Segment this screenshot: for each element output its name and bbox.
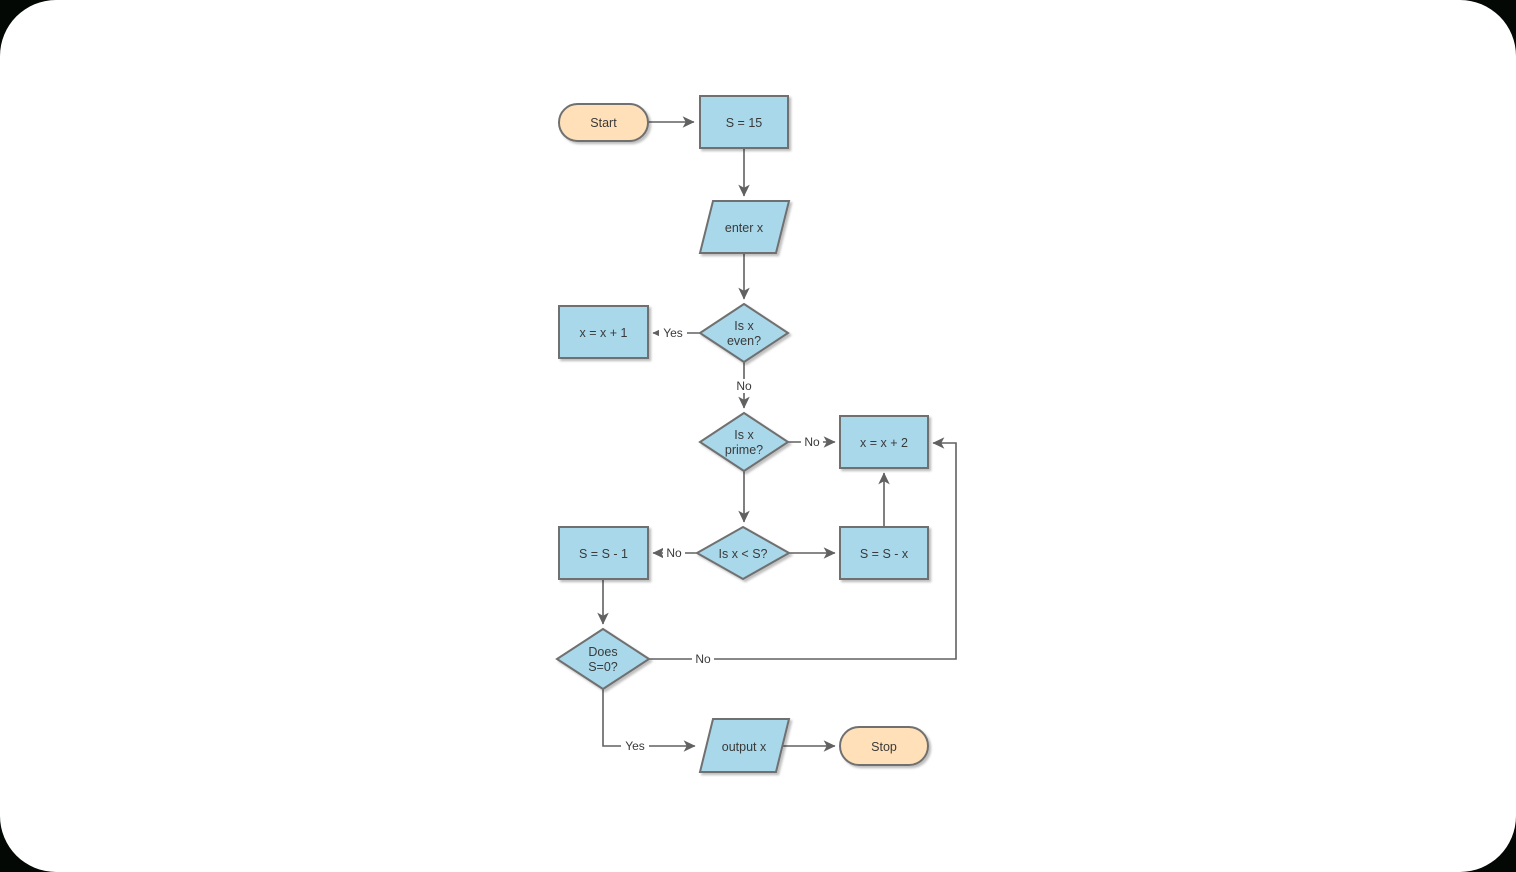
- node-label-line2: S=0?: [588, 660, 618, 674]
- label-background: [621, 739, 649, 753]
- edge-label-text: No: [695, 652, 711, 666]
- node-x-plus-1[interactable]: x = x + 1: [558, 305, 649, 359]
- node-label: x = x + 1: [580, 326, 628, 340]
- edge-label-even-no: No: [733, 379, 755, 393]
- node-label: S = 15: [726, 116, 763, 130]
- label-background: [801, 435, 823, 449]
- node-s-minus-x[interactable]: S = S - x: [839, 526, 929, 580]
- label-background: [663, 546, 685, 560]
- edge-label-text: Yes: [625, 739, 645, 753]
- node-init-s[interactable]: S = 15: [699, 95, 789, 149]
- node-label: enter x: [725, 221, 764, 235]
- node-x-plus-2[interactable]: x = x + 2: [839, 415, 929, 469]
- node-label-line2: prime?: [725, 443, 763, 457]
- node-label-line1: Is x: [734, 428, 754, 442]
- edge-label-prime-no: No: [801, 435, 823, 449]
- node-label: x = x + 2: [860, 436, 908, 450]
- edge-label-text: No: [804, 435, 820, 449]
- node-label: Start: [590, 116, 617, 130]
- node-does-s-equal-0[interactable]: Does S=0?: [555, 627, 651, 691]
- node-s-minus-1[interactable]: S = S - 1: [558, 526, 649, 580]
- node-label-line1: Does: [588, 645, 617, 659]
- edge-label-zero-no: No: [692, 652, 714, 666]
- edge-label-less-no: No: [663, 546, 685, 560]
- node-is-x-prime[interactable]: Is x prime?: [698, 411, 790, 473]
- node-label: output x: [722, 740, 767, 754]
- node-is-x-even[interactable]: Is x even?: [698, 302, 790, 364]
- node-label-line1: Is x: [734, 319, 754, 333]
- edge-label-text: No: [736, 379, 752, 393]
- process-shape: [558, 305, 649, 359]
- node-label: Stop: [871, 740, 897, 754]
- edge-label-text: Yes: [663, 326, 683, 340]
- decision-shape: [698, 302, 790, 364]
- decision-shape: [555, 627, 651, 691]
- terminator-shape: [839, 726, 929, 766]
- decision-shape: [698, 411, 790, 473]
- node-start[interactable]: Start: [558, 103, 649, 142]
- process-shape: [839, 415, 929, 469]
- node-label: S = S - x: [860, 547, 909, 561]
- label-background: [733, 379, 755, 393]
- label-background: [692, 652, 714, 666]
- process-shape: [699, 95, 789, 149]
- io-shape: [698, 200, 791, 254]
- node-output-x[interactable]: output x: [698, 718, 791, 773]
- terminator-shape: [558, 103, 649, 142]
- edge-label-text: No: [666, 546, 682, 560]
- process-shape: [839, 526, 929, 580]
- node-label: Is x < S?: [719, 547, 768, 561]
- node-stop[interactable]: Stop: [839, 726, 929, 766]
- label-background: [659, 326, 687, 340]
- edge-zero-yes-to-output[interactable]: [602, 689, 696, 752]
- process-shape: [558, 526, 649, 580]
- decision-shape: [694, 525, 792, 581]
- edge-label-even-yes: Yes: [659, 326, 687, 340]
- node-label-line2: even?: [727, 334, 761, 348]
- node-is-x-less-s[interactable]: Is x < S?: [694, 525, 792, 581]
- node-label: S = S - 1: [579, 547, 628, 561]
- node-enter-x[interactable]: enter x: [698, 200, 791, 254]
- edge-label-zero-yes: Yes: [621, 739, 649, 753]
- edge-zero-no-loop-to-inc-two[interactable]: [649, 437, 957, 660]
- io-shape: [698, 718, 791, 773]
